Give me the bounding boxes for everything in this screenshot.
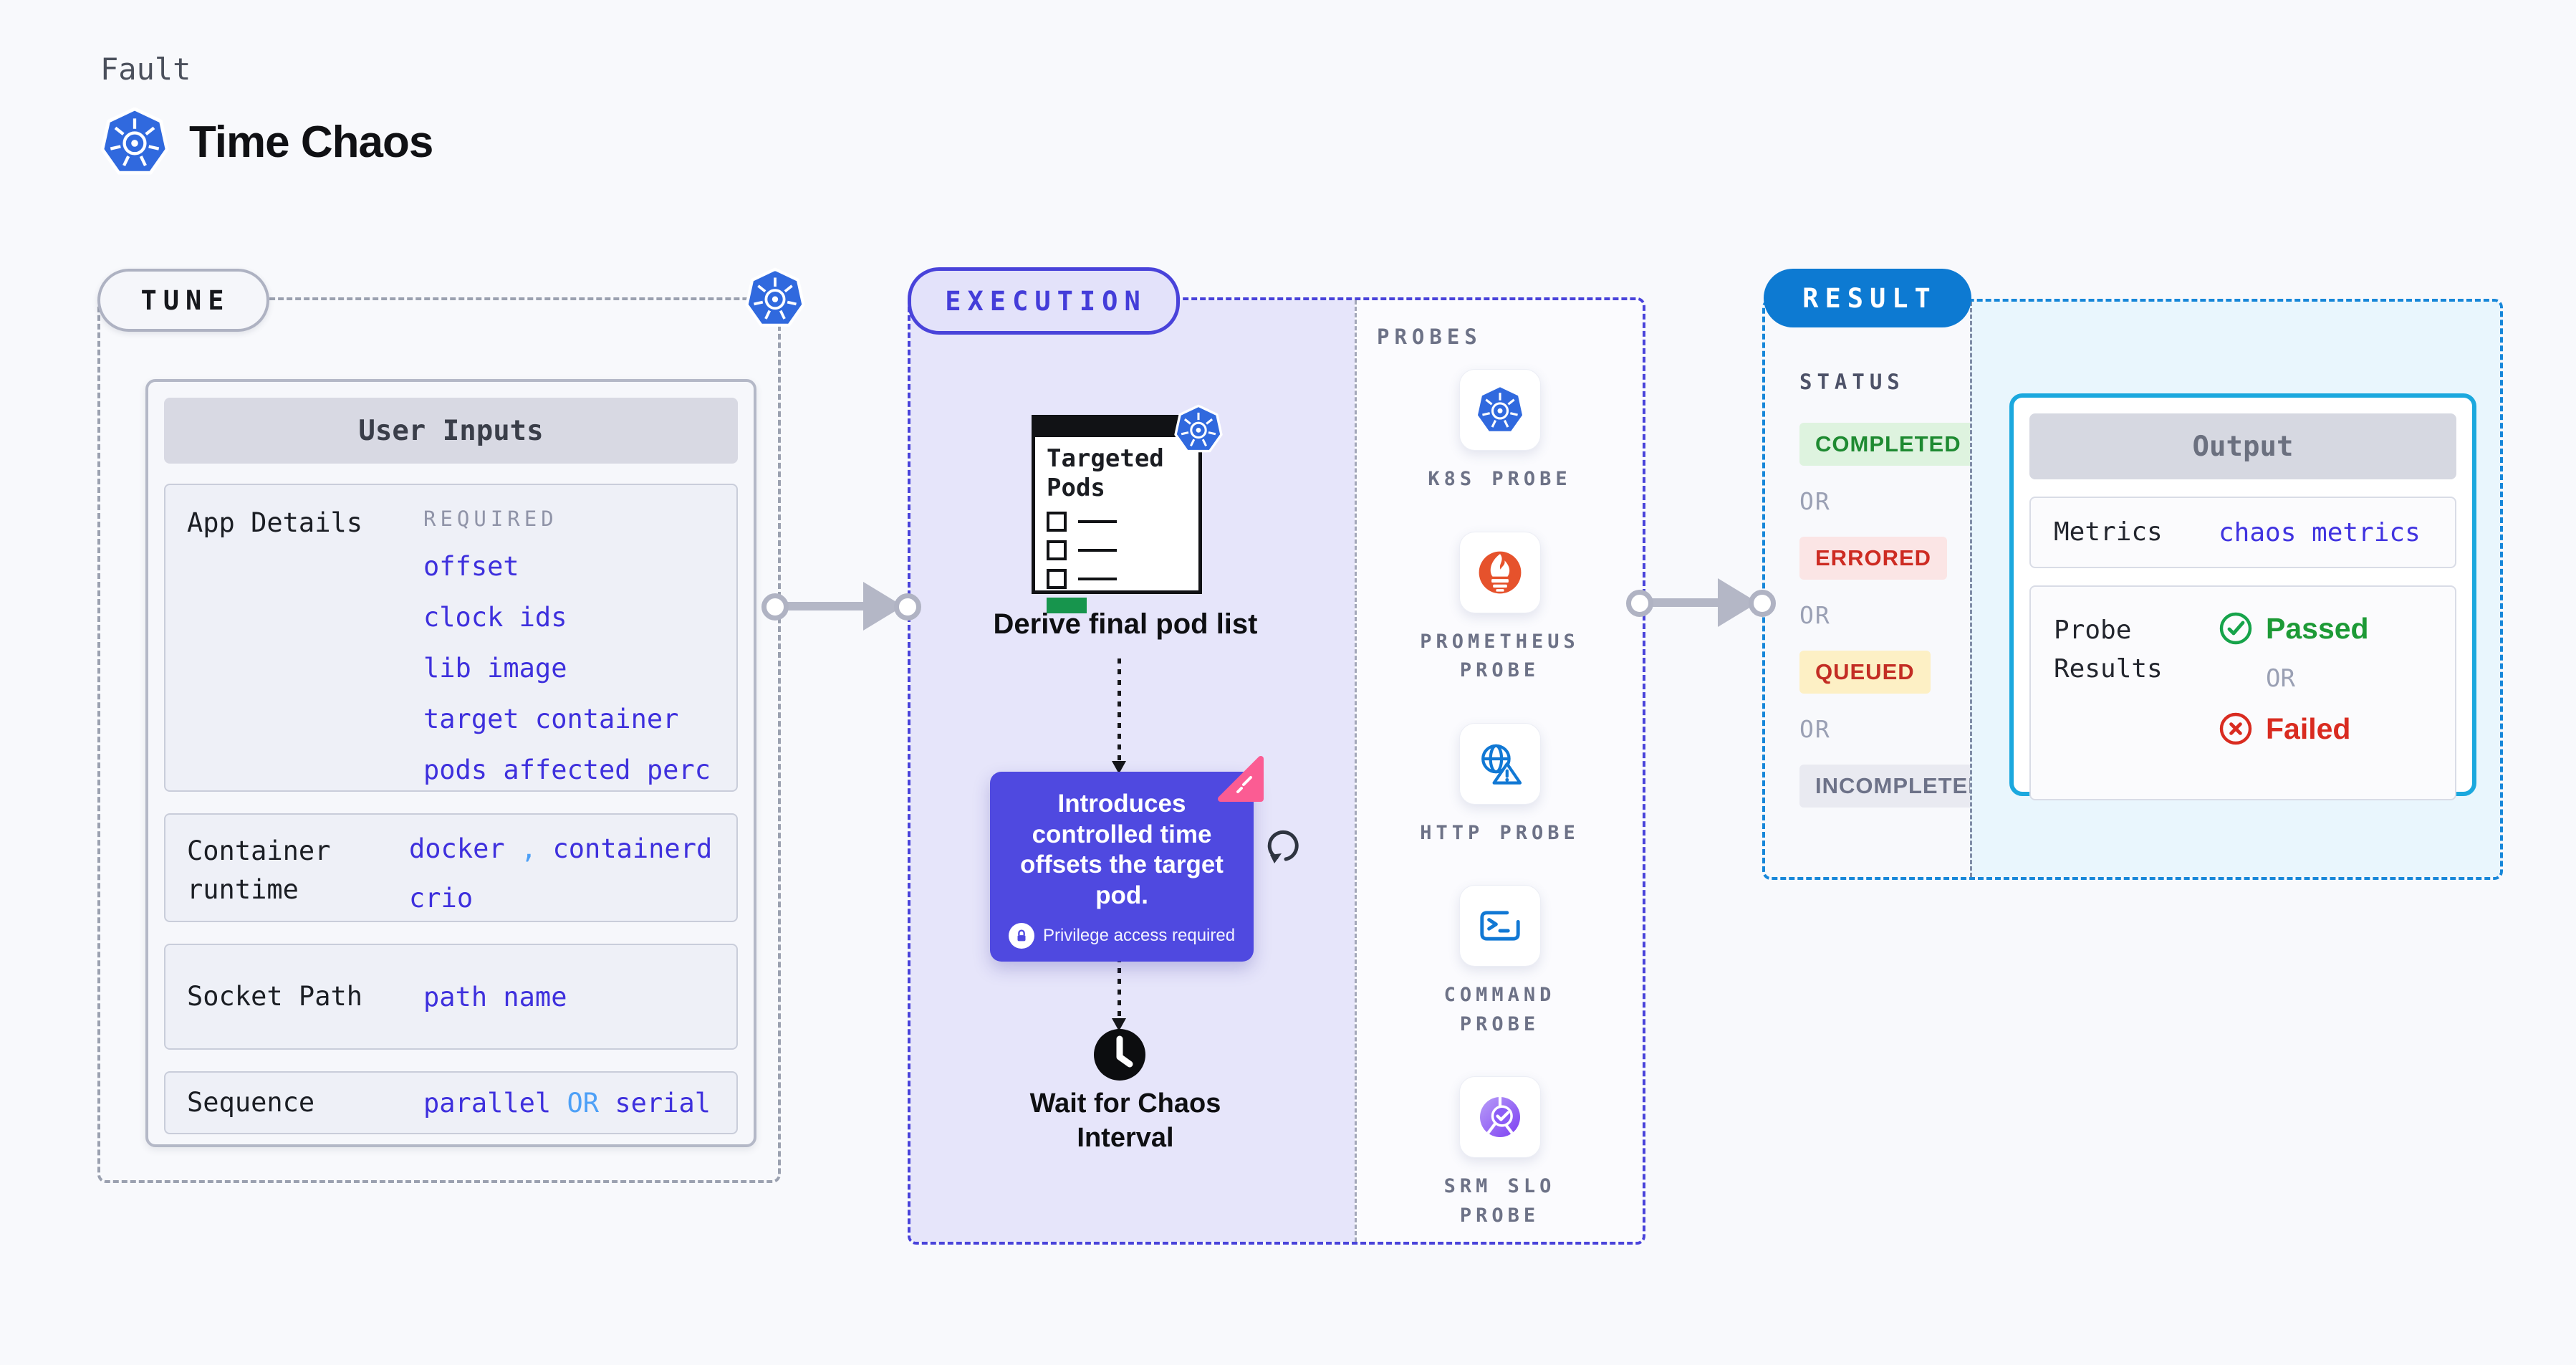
- socket-path-label: Socket Path: [187, 981, 363, 1012]
- clock-icon: [1092, 1028, 1147, 1082]
- check-circle-icon: [2219, 611, 2253, 646]
- kubernetes-icon: [1475, 385, 1525, 435]
- kubernetes-icon: [745, 267, 805, 329]
- page-title: Time Chaos: [100, 107, 433, 176]
- user-inputs-header: User Inputs: [164, 398, 738, 464]
- loop-icon: [1264, 826, 1303, 865]
- input-value: offset: [423, 551, 519, 582]
- pod-list-item: [1047, 511, 1187, 532]
- page-title-text: Time Chaos: [189, 117, 433, 167]
- input-value: clock ids: [423, 602, 567, 633]
- kubernetes-icon: [1174, 404, 1223, 454]
- status-title: STATUS: [1799, 370, 1905, 394]
- http-probe-icon: [1475, 739, 1525, 789]
- result-output-area: Output Metrics chaos metrics Probe Resul…: [1970, 302, 2500, 877]
- metrics-value: chaos metrics: [2219, 517, 2421, 547]
- status-badge: ERRORED: [1799, 537, 1948, 580]
- user-inputs-card: User Inputs App Details REQUIRED offset …: [145, 379, 756, 1147]
- chaos-tooltip: Introduces controlled time offsets the t…: [990, 772, 1254, 962]
- flow-arrow-down: [1112, 925, 1126, 1031]
- metrics-label: Metrics: [2054, 517, 2163, 547]
- output-card: Output Metrics chaos metrics Probe Resul…: [2009, 393, 2476, 800]
- runtime-value: crio: [409, 883, 474, 914]
- tooltip-text: Introduces controlled time offsets the t…: [1020, 790, 1224, 910]
- socket-path-value: path name: [423, 981, 567, 1012]
- required-tag: REQUIRED: [423, 507, 558, 531]
- app-details-label: App Details: [187, 507, 363, 538]
- app-details-row: App Details REQUIRED offset clock ids li…: [164, 484, 738, 792]
- lock-icon: [1008, 922, 1034, 949]
- probes-title: PROBES: [1377, 325, 1482, 349]
- fault-kicker: Fault: [100, 52, 191, 87]
- metrics-row: Metrics chaos metrics: [2029, 497, 2456, 568]
- container-runtime-row: Container runtime docker , containerd cr…: [164, 813, 738, 922]
- command-probe-icon: [1475, 901, 1525, 951]
- probe-item: K8S PROBE: [1428, 369, 1571, 494]
- execution-section: Targeted Pods Derive final pod list Intr…: [908, 297, 1645, 1245]
- execution-pill: EXECUTION: [908, 267, 1180, 335]
- targeted-pods-titlebar: [1035, 418, 1198, 437]
- targeted-pods-title: Targeted Pods: [1047, 444, 1164, 502]
- result-pill: RESULT: [1764, 269, 1971, 327]
- input-value: pods affected perc: [423, 755, 711, 785]
- kubernetes-icon: [100, 107, 169, 176]
- pink-corner-icon: [1218, 756, 1265, 803]
- or-separator: OR: [1799, 601, 1831, 629]
- derive-pod-list-label: Derive final pod list: [993, 608, 1258, 640]
- tune-section: User Inputs App Details REQUIRED offset …: [97, 297, 781, 1183]
- passed-result: Passed: [2219, 611, 2369, 646]
- probe-results-row: Probe Results Passed OR Failed: [2029, 585, 2456, 800]
- output-header: Output: [2029, 413, 2456, 479]
- sequence-label: Sequence: [187, 1087, 315, 1119]
- tune-pill: TUNE: [97, 269, 269, 332]
- prometheus-icon: [1475, 547, 1525, 598]
- status-column: STATUS COMPLETED OR ERRORED OR QUEUED OR…: [1765, 302, 2001, 877]
- flow-arrow-down: [1112, 658, 1126, 774]
- pod-list-item: [1047, 568, 1187, 589]
- status-badge: COMPLETED: [1799, 423, 1977, 466]
- probes-panel: PROBES K8S PROBE PROMETHEUS PROBE HTTP P…: [1355, 300, 1643, 1242]
- srm-slo-probe-icon: [1475, 1092, 1525, 1142]
- or-separator: OR: [1799, 487, 1831, 515]
- or-separator: OR: [1799, 715, 1831, 743]
- input-value: lib image: [423, 653, 567, 684]
- probe-item: SRM SLO PROBE: [1410, 1076, 1590, 1230]
- probe-results-label: Probe Results: [2054, 616, 2163, 684]
- x-circle-icon: [2219, 712, 2253, 746]
- input-value: target container: [423, 704, 679, 734]
- result-section: STATUS COMPLETED OR ERRORED OR QUEUED OR…: [1762, 299, 2503, 880]
- probe-item: PROMETHEUS PROBE: [1410, 531, 1590, 686]
- runtime-values: docker , containerd: [409, 833, 713, 864]
- probe-item: COMMAND PROBE: [1410, 885, 1590, 1039]
- sequence-row: Sequence parallel OR serial: [164, 1071, 738, 1134]
- status-badge: INCOMPLETED: [1799, 765, 2001, 808]
- privilege-note: Privilege access required: [1003, 922, 1241, 949]
- probe-item: HTTP PROBE: [1420, 722, 1580, 848]
- container-runtime-label: Container runtime: [187, 835, 331, 905]
- socket-path-row: Socket Path path name: [164, 944, 738, 1050]
- status-badge: QUEUED: [1799, 651, 1931, 694]
- or-separator: OR: [2266, 664, 2295, 693]
- sequence-value: parallel OR serial: [423, 1087, 711, 1119]
- pod-list-item: [1047, 540, 1187, 560]
- execution-panel: Targeted Pods Derive final pod list Intr…: [910, 300, 1355, 1242]
- failed-result: Failed: [2219, 712, 2369, 746]
- wait-interval-label: Wait for Chaos Interval: [1029, 1088, 1221, 1153]
- progress-bar: [1047, 597, 1087, 613]
- targeted-pods-card: Targeted Pods: [1032, 415, 1202, 613]
